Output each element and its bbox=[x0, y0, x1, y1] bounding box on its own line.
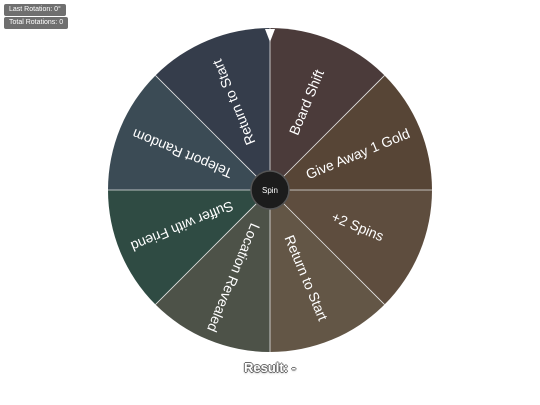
wheel-segment bbox=[155, 190, 270, 352]
wheel-segment bbox=[270, 75, 432, 190]
segment-divider bbox=[155, 75, 271, 191]
wheel-pointer bbox=[265, 29, 275, 42]
wheel-segment bbox=[108, 190, 270, 305]
segment-divider bbox=[269, 75, 385, 191]
spin-button-circle[interactable] bbox=[250, 170, 290, 210]
result-text: Result: - bbox=[244, 360, 296, 375]
spin-button[interactable]: Spin bbox=[250, 170, 290, 210]
wheel-segment bbox=[270, 190, 432, 305]
wheel-segment bbox=[270, 28, 385, 190]
wheel-segment bbox=[108, 75, 270, 190]
segment-divider bbox=[269, 189, 385, 305]
wheel-segment bbox=[270, 190, 385, 352]
wheel-segment bbox=[155, 28, 270, 190]
total-rotations-badge: Total Rotations: 0 bbox=[4, 17, 69, 29]
segment-divider bbox=[155, 189, 271, 305]
spin-button-label[interactable]: Spin bbox=[262, 186, 278, 195]
last-rotation-badge: Last Rotation: 0° bbox=[4, 4, 66, 16]
